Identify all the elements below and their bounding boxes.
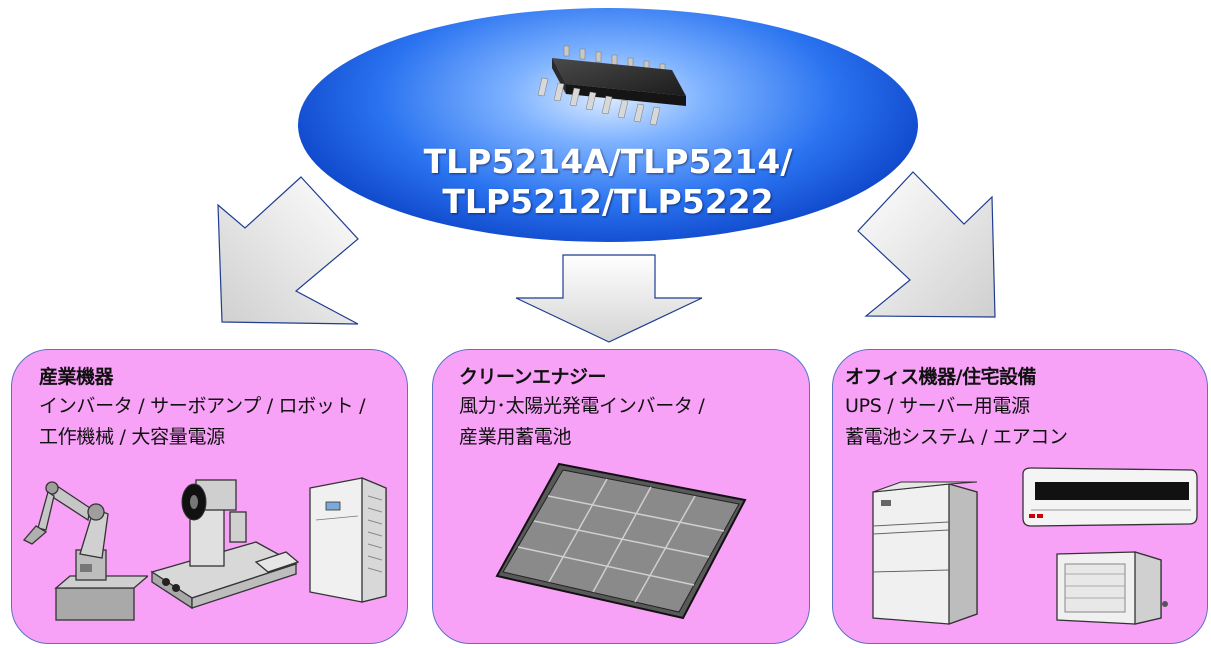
- inverter-cabinet-icon: [309, 477, 387, 603]
- panel-line-1: 風力･太陽光発電インバータ /: [459, 395, 705, 417]
- robot-arm-icon: [22, 481, 148, 621]
- machine-tool-icon: [150, 479, 300, 610]
- panel-title: オフィス機器/住宅設備: [845, 366, 1037, 388]
- ups-cabinet-icon: [872, 481, 978, 625]
- panel-line-2: 工作機械 / 大容量電源: [39, 426, 225, 448]
- panel-line-2: 産業用蓄電池: [459, 426, 572, 448]
- product-name: TLP5214A/TLP5214/ TLP5212/TLP5222: [298, 142, 918, 222]
- solar-panel-icon: [495, 462, 747, 620]
- arrow-down: [515, 254, 703, 343]
- product-name-line-2: TLP5212/TLP5222: [442, 182, 774, 221]
- product-ellipse: [298, 8, 918, 242]
- air-conditioner-icon: [1022, 467, 1198, 527]
- panel-description: インバータ / サーボアンプ / ロボット / 工作機械 / 大容量電源: [39, 391, 365, 453]
- product-name-line-1: TLP5214A/TLP5214/: [423, 142, 793, 181]
- ic-chip-icon: [537, 45, 686, 126]
- panel-description: UPS / サーバー用電源 蓄電池システム / エアコン: [845, 391, 1068, 453]
- arrow-down-left: [217, 176, 359, 325]
- outdoor-unit-icon: [1056, 551, 1168, 625]
- panel-line-1: インバータ / サーボアンプ / ロボット /: [39, 395, 366, 417]
- panel-title: 産業機器: [39, 366, 114, 388]
- panel-clean-energy: クリーンエナジー 風力･太陽光発電インバータ / 産業用蓄電池: [432, 349, 810, 644]
- panel-line-1: UPS / サーバー用電源: [845, 395, 1030, 417]
- arrow-down-right: [857, 171, 996, 318]
- panel-industrial: 産業機器 インバータ / サーボアンプ / ロボット / 工作機械 / 大容量電…: [11, 349, 408, 644]
- panel-line-2: 蓄電池システム / エアコン: [845, 426, 1068, 448]
- panel-title: クリーンエナジー: [459, 366, 607, 388]
- panel-description: 風力･太陽光発電インバータ / 産業用蓄電池: [459, 391, 705, 453]
- panel-office-home: オフィス機器/住宅設備 UPS / サーバー用電源 蓄電池システム / エアコン: [832, 349, 1208, 644]
